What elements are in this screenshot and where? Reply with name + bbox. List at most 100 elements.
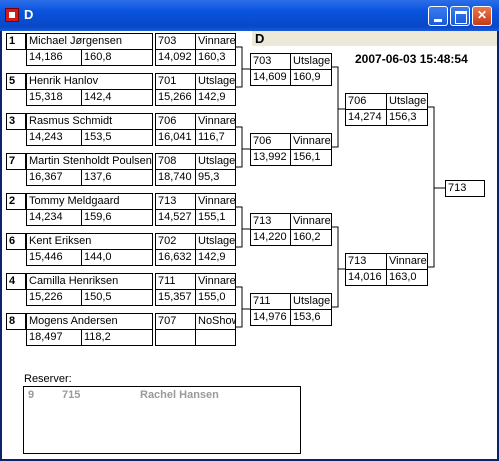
car-number: 702 [155, 233, 196, 250]
driver-name: Tommy Meldgaard [26, 193, 153, 210]
semi-result: Vinnare [386, 253, 428, 270]
bracket-connector [236, 46, 243, 88]
qual-et: 14,234 [26, 209, 82, 226]
driver-name: Michael Jørgensen [26, 33, 153, 50]
heat-speed: 142,9 [195, 249, 236, 266]
round2-car: 703 [250, 53, 291, 70]
qual-speed: 150,5 [81, 289, 153, 306]
reserve-seed: 9 [28, 389, 35, 401]
semi-car: 706 [345, 93, 387, 110]
heat-speed: 155,0 [195, 289, 236, 306]
maximize-button[interactable] [450, 6, 470, 26]
heat-result: Utslagen [195, 73, 236, 90]
qual-et: 18,497 [26, 329, 82, 346]
reserves-label: Reserver: [24, 373, 72, 385]
class-header [252, 31, 497, 46]
seed-number: 5 [6, 73, 26, 90]
car-number: 711 [155, 273, 196, 290]
car-number: 713 [155, 193, 196, 210]
round2-car: 706 [250, 133, 291, 150]
seed-number: 7 [6, 153, 26, 170]
qual-et: 14,186 [26, 49, 82, 66]
heat-et: 14,092 [155, 49, 196, 66]
heat-et: 16,041 [155, 129, 196, 146]
round2-speed: 156,1 [290, 149, 332, 166]
bracket-connector [236, 126, 243, 168]
semi-car: 713 [345, 253, 387, 270]
qual-speed: 144,0 [81, 249, 153, 266]
heat-speed: 160,3 [195, 49, 236, 66]
minimize-button[interactable] [428, 6, 448, 26]
heat-et: 14,527 [155, 209, 196, 226]
title-bar[interactable]: D ✕ [0, 0, 499, 31]
round2-car: 711 [250, 293, 291, 310]
seed-number: 2 [6, 193, 26, 210]
driver-name: Kent Eriksen [26, 233, 153, 250]
heat-result: Utslagen [195, 153, 236, 170]
close-button[interactable]: ✕ [472, 6, 492, 26]
round2-et: 14,609 [250, 69, 291, 86]
reserve-name: Rachel Hansen [140, 389, 219, 401]
heat-et: 16,632 [155, 249, 196, 266]
heat-speed: 95,3 [195, 169, 236, 186]
seed-number: 4 [6, 273, 26, 290]
driver-name: Martin Stenholdt Poulsen [26, 153, 153, 170]
qual-speed: 118,2 [81, 329, 153, 346]
qual-et: 16,367 [26, 169, 82, 186]
heat-speed: 116,7 [195, 129, 236, 146]
qual-speed: 137,6 [81, 169, 153, 186]
car-number: 703 [155, 33, 196, 50]
semi-result: Utslagen [386, 93, 428, 110]
heat-result: NoShow [195, 313, 236, 330]
heat-result: Vinnare [195, 193, 236, 210]
round2-speed: 153,6 [290, 309, 332, 326]
heat-et: 15,266 [155, 89, 196, 106]
car-number: 708 [155, 153, 196, 170]
reserves-list[interactable]: 9 715 Rachel Hansen [23, 386, 301, 454]
driver-name: Mogens Andersen [26, 313, 153, 330]
heat-et: 18,740 [155, 169, 196, 186]
reserve-car: 715 [62, 389, 81, 401]
heat-speed: 142,9 [195, 89, 236, 106]
round2-et: 14,220 [250, 229, 291, 246]
seed-number: 1 [6, 33, 26, 50]
heat-speed: 155,1 [195, 209, 236, 226]
round2-result: Utslagen [290, 293, 332, 310]
heat-result: Vinnare [195, 33, 236, 50]
round2-et: 13,992 [250, 149, 291, 166]
heat-et: 15,357 [155, 289, 196, 306]
bracket-connector [236, 286, 243, 328]
heat-speed [195, 329, 236, 346]
round2-result: Vinnare [290, 213, 332, 230]
bracket-connector [236, 206, 243, 248]
heat-et [155, 329, 196, 346]
qual-et: 14,243 [26, 129, 82, 146]
qual-speed: 160,8 [81, 49, 153, 66]
round2-result: Utslagen [290, 53, 332, 70]
qual-et: 15,446 [26, 249, 82, 266]
bracket-connector [332, 226, 339, 308]
final-car: 713 [445, 180, 485, 197]
seed-number: 6 [6, 233, 26, 250]
semi-et: 14,016 [345, 269, 387, 286]
bracket-panel: D 2007-06-03 15:48:54 Reserver: 9 715 Ra… [2, 31, 497, 459]
app-icon[interactable] [5, 8, 19, 22]
heat-result: Vinnare [195, 273, 236, 290]
qual-speed: 159,6 [81, 209, 153, 226]
round2-et: 14,976 [250, 309, 291, 326]
qual-speed: 153,5 [81, 129, 153, 146]
class-label: D [255, 31, 265, 46]
driver-name: Henrik Hanlov [26, 73, 153, 90]
driver-name: Camilla Henriksen [26, 273, 153, 290]
round2-speed: 160,9 [290, 69, 332, 86]
car-number: 707 [155, 313, 196, 330]
datetime-display: 2007-06-03 15:48:54 [355, 52, 468, 66]
semi-et: 14,274 [345, 109, 387, 126]
seed-number: 8 [6, 313, 26, 330]
bracket-connector [428, 106, 435, 268]
car-number: 701 [155, 73, 196, 90]
qual-et: 15,226 [26, 289, 82, 306]
bracket-connector [332, 66, 339, 148]
heat-result: Vinnare [195, 113, 236, 130]
